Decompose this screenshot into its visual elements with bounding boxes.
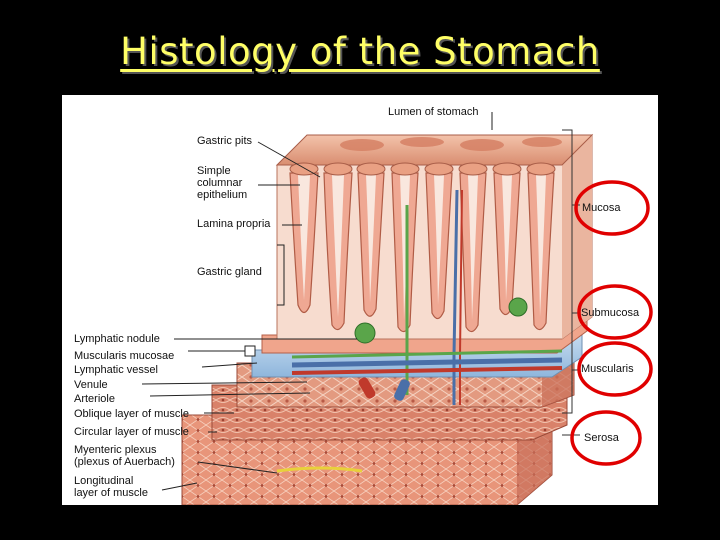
label-mucosa: Mucosa <box>582 202 621 214</box>
label-lymphatic-nodule: Lymphatic nodule <box>74 333 160 345</box>
label-gastric-pits: Gastric pits <box>197 135 252 147</box>
label-gastric-gland: Gastric gland <box>197 266 262 278</box>
label-myenteric-plexus: Myenteric plexus (plexus of Auerbach) <box>74 444 175 468</box>
label-venule: Venule <box>74 379 108 391</box>
slide-title: Histology of the Stomach <box>0 30 720 73</box>
label-serosa: Serosa <box>584 432 619 444</box>
label-longitudinal-layer: Longitudinal layer of muscle <box>74 475 148 499</box>
label-oblique-layer: Oblique layer of muscle <box>74 408 189 420</box>
label-submucosa: Submucosa <box>581 307 639 319</box>
label-muscularis: Muscularis <box>581 363 634 375</box>
label-muscularis-mucosae: Muscularis mucosae <box>74 350 174 362</box>
label-simple-columnar-epithelium: Simple columnar epithelium <box>197 165 247 201</box>
label-lymphatic-vessel: Lymphatic vessel <box>74 364 158 376</box>
label-lumen-of-stomach: Lumen of stomach <box>388 106 479 118</box>
label-circular-layer: Circular layer of muscle <box>74 426 189 438</box>
stomach-wall-diagram: Lumen of stomach Gastric pits Simple col… <box>62 95 658 505</box>
label-arteriole: Arteriole <box>74 393 115 405</box>
label-lamina-propria: Lamina propria <box>197 218 270 230</box>
